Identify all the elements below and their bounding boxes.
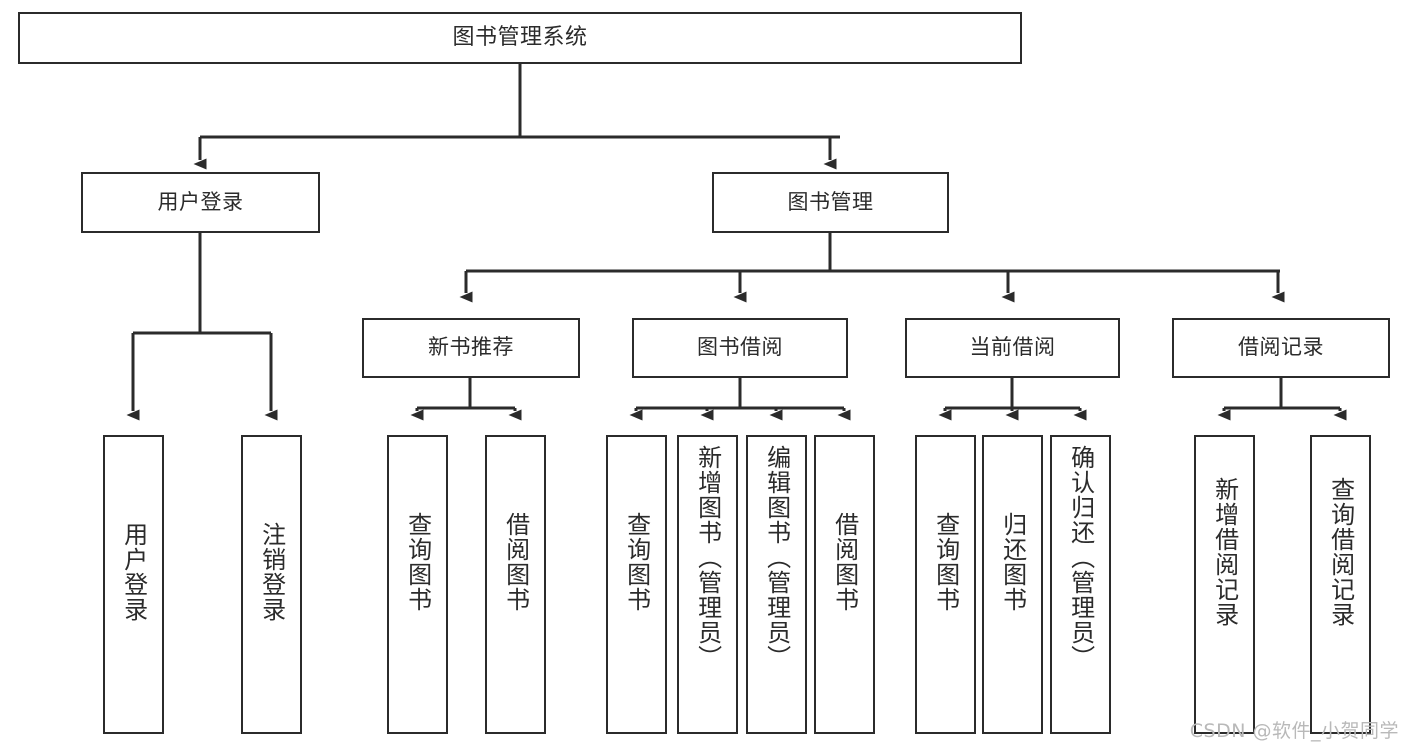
node-book-borrow-label: 图书借阅 <box>697 335 783 360</box>
node-borrow-record[interactable]: 借阅记录 <box>1172 318 1390 378</box>
leaf-borrow-book-borrow[interactable]: 借阅图书 <box>814 435 875 734</box>
leaf-query-book-recommend[interactable]: 查询图书 <box>387 435 448 734</box>
node-borrow-record-label: 借阅记录 <box>1238 335 1324 360</box>
leaf-borrow-book-borrow-label: 借阅图书 <box>830 512 859 612</box>
node-user-login-label: 用户登录 <box>157 189 244 214</box>
leaf-add-borrow-record[interactable]: 新增借阅记录 <box>1194 435 1255 734</box>
leaf-query-borrow-record[interactable]: 查询借阅记录 <box>1310 435 1371 734</box>
leaf-query-book-recommend-label: 查询图书 <box>403 512 432 612</box>
leaf-query-book-borrow[interactable]: 查询图书 <box>606 435 667 734</box>
leaf-logout-label: 注销登录 <box>257 522 286 622</box>
leaf-borrow-book-recommend-label: 借阅图书 <box>501 512 530 612</box>
leaf-query-book-current-label: 查询图书 <box>931 512 960 612</box>
leaf-query-book-current[interactable]: 查询图书 <box>915 435 976 734</box>
node-current-borrow-label: 当前借阅 <box>969 335 1056 360</box>
leaf-add-borrow-record-label: 新增借阅记录 <box>1210 477 1239 627</box>
leaf-confirm-return-admin[interactable]: 确认归还（管理员） <box>1050 435 1111 734</box>
node-new-book-recommend-label: 新书推荐 <box>428 335 514 360</box>
leaf-borrow-book-recommend[interactable]: 借阅图书 <box>485 435 546 734</box>
leaf-add-book-admin-label: 新增图书（管理员） <box>693 445 722 670</box>
node-current-borrow[interactable]: 当前借阅 <box>905 318 1120 378</box>
leaf-return-book[interactable]: 归还图书 <box>982 435 1043 734</box>
node-book-management-label: 图书管理 <box>787 189 874 214</box>
node-book-borrow[interactable]: 图书借阅 <box>632 318 848 378</box>
leaf-add-book-admin[interactable]: 新增图书（管理员） <box>677 435 738 734</box>
leaf-return-book-label: 归还图书 <box>998 512 1027 612</box>
node-root-label: 图书管理系统 <box>452 24 588 50</box>
node-new-book-recommend[interactable]: 新书推荐 <box>362 318 580 378</box>
leaf-user-login-label: 用户登录 <box>119 522 148 622</box>
node-root[interactable]: 图书管理系统 <box>18 12 1022 64</box>
leaf-user-login[interactable]: 用户登录 <box>103 435 164 734</box>
node-book-management[interactable]: 图书管理 <box>712 172 949 233</box>
node-user-login[interactable]: 用户登录 <box>81 172 320 233</box>
leaf-query-book-borrow-label: 查询图书 <box>622 512 651 612</box>
leaf-query-borrow-record-label: 查询借阅记录 <box>1326 477 1355 627</box>
leaf-edit-book-admin-label: 编辑图书（管理员） <box>762 445 791 670</box>
leaf-edit-book-admin[interactable]: 编辑图书（管理员） <box>746 435 807 734</box>
leaf-logout[interactable]: 注销登录 <box>241 435 302 734</box>
leaf-confirm-return-admin-label: 确认归还（管理员） <box>1066 445 1095 670</box>
